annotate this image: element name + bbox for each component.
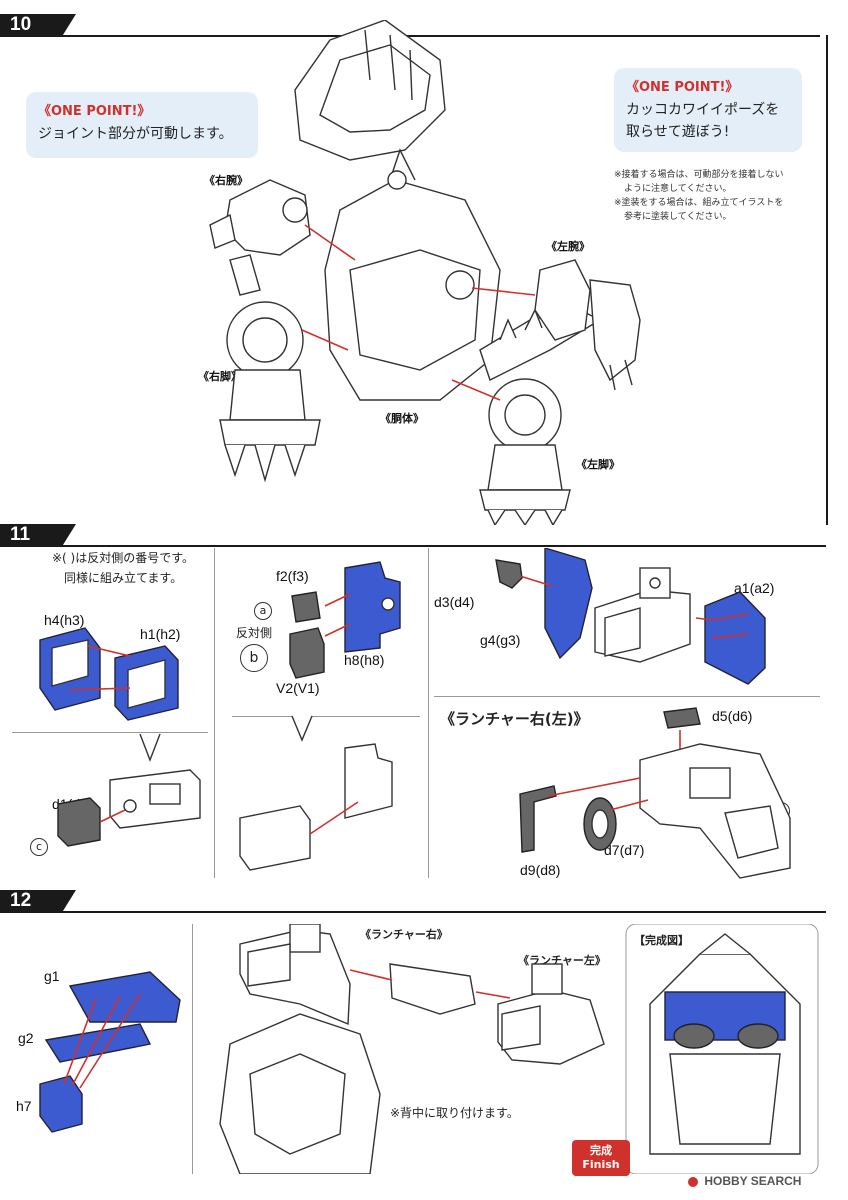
label-left-arm: 《左腕》 xyxy=(546,240,590,253)
watermark-icon xyxy=(688,1176,698,1187)
finish-jp: 完成 xyxy=(590,1144,612,1157)
note-line: ※( )は反対側の番号です。 xyxy=(52,551,195,565)
step-12-rule xyxy=(0,911,826,913)
note-line: ※塗装をする場合は、組み立てイラストを xyxy=(614,198,784,208)
onepoint-right-title: 《ONE POINT!》 xyxy=(626,80,739,95)
part-label-f2: f2(f3) xyxy=(276,568,309,584)
step-number: 10 xyxy=(10,14,32,35)
part-h8 xyxy=(344,561,401,653)
part-label-d7: d7(d7) xyxy=(604,842,645,858)
finish-badge: 完成 Finish xyxy=(572,1140,630,1176)
divider xyxy=(214,548,215,878)
step-number: 12 xyxy=(10,890,32,911)
opposite-side-label: 反対側 xyxy=(236,626,273,640)
connector-part xyxy=(389,963,476,1015)
step-10-badge: 10 xyxy=(0,14,76,36)
note-line: ように注意してください。 xyxy=(624,184,732,194)
attach-note: ※背中に取り付けます。 xyxy=(390,1106,519,1120)
part-a1 xyxy=(704,591,766,685)
step-11-illustration xyxy=(39,548,791,879)
part-label-g4: g4(g3) xyxy=(480,632,521,648)
step-10-rule xyxy=(0,35,820,37)
part-v2 xyxy=(289,627,325,679)
part-d9 xyxy=(519,785,557,853)
note-line: ※接着する場合は、可動部分を接着しない xyxy=(614,170,784,180)
divider xyxy=(192,924,193,1174)
step-10-notes: ※接着する場合は、可動部分を接着しない ように注意してください。 ※塗装をする場… xyxy=(614,168,814,224)
step-11-badge: 11 xyxy=(0,524,76,546)
right-arm-part xyxy=(209,179,311,296)
step-10-illustration xyxy=(209,20,641,525)
part-label-h4: h4(h3) xyxy=(44,612,85,628)
part-label-g1: g1 xyxy=(44,968,60,984)
step-11-rule xyxy=(0,545,826,547)
step-number: 11 xyxy=(10,524,31,545)
part-d3 xyxy=(495,559,523,589)
onepoint-right-line1: カッコカワイイポーズを xyxy=(626,102,780,118)
part-label-g2: g2 xyxy=(18,1030,34,1046)
part-label-d5: d5(d6) xyxy=(712,708,753,724)
note-line: 同様に組み立てます。 xyxy=(64,571,183,585)
part-label-v2: V2(V1) xyxy=(276,680,320,696)
right-leg-part xyxy=(219,301,321,483)
step-10-right-rule xyxy=(826,35,828,525)
divider xyxy=(428,548,429,878)
part-label-d3: d3(d4) xyxy=(434,594,475,610)
complete-label: 【完成図】 xyxy=(634,934,689,947)
left-arm-part xyxy=(534,259,641,391)
label-right-leg: 《右脚》 xyxy=(198,370,242,383)
torso-part xyxy=(324,148,501,401)
left-leg-part xyxy=(479,378,571,525)
label-left-leg: 《左脚》 xyxy=(576,458,620,471)
part-f2 xyxy=(291,591,321,623)
watermark-text: HOBBY SEARCH xyxy=(704,1174,802,1188)
step-11-note: ※( )は反対側の番号です。 同様に組み立てます。 xyxy=(52,548,194,588)
onepoint-left-title: 《ONE POINT!》 xyxy=(38,104,151,119)
part-g4 xyxy=(544,548,593,660)
mark-a: a xyxy=(254,602,272,620)
divider xyxy=(434,696,820,697)
finish-en: Finish xyxy=(582,1158,620,1171)
launcher-title: 《ランチャー右(左)》 xyxy=(440,710,589,728)
launcher-right-label: 《ランチャー右》 xyxy=(360,928,448,941)
label-body: 《胴体》 xyxy=(380,412,424,425)
part-d1-cap xyxy=(57,797,101,847)
step-12-illustration xyxy=(39,924,819,1174)
part-label-h8: h8(h8) xyxy=(344,652,385,668)
part-h7 xyxy=(39,1075,83,1133)
note-line: 参考に塗装してください。 xyxy=(624,212,732,222)
onepoint-right-line2: 取らせて遊ぼう! xyxy=(626,124,730,140)
part-label-d9: d9(d8) xyxy=(520,862,561,878)
label-right-arm: 《右腕》 xyxy=(204,174,248,187)
part-label-h1: h1(h2) xyxy=(140,626,181,642)
assembly-arrows xyxy=(301,224,536,401)
mark-b: b xyxy=(240,644,268,672)
part-label-a1: a1(a2) xyxy=(734,580,775,596)
part-d5 xyxy=(663,707,701,729)
part-label-h7: h7 xyxy=(16,1098,32,1114)
divider xyxy=(232,716,420,717)
head-part xyxy=(294,20,446,161)
onepoint-right-box: 《ONE POINT!》 カッコカワイイポーズを 取らせて遊ぼう! xyxy=(614,68,802,152)
watermark: HOBBY SEARCH xyxy=(688,1174,801,1188)
onepoint-left-body: ジョイント部分が可動します。 xyxy=(38,126,233,142)
part-g2 xyxy=(44,1023,152,1063)
step-12-badge: 12 xyxy=(0,890,76,912)
part-g1 xyxy=(68,971,181,1023)
onepoint-left-box: 《ONE POINT!》 ジョイント部分が可動します。 xyxy=(26,92,258,158)
divider xyxy=(12,732,208,733)
mark-c: c xyxy=(30,838,48,856)
